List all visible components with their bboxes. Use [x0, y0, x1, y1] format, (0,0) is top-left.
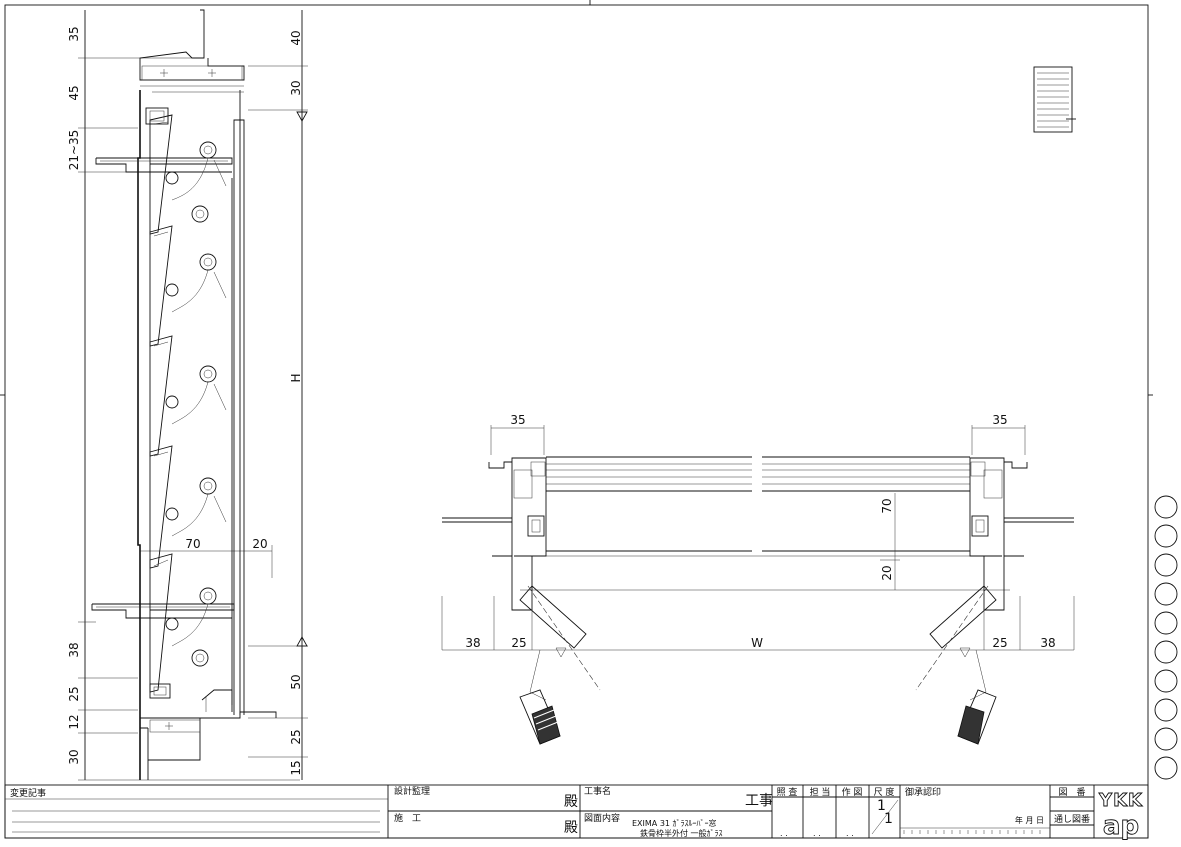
drafted-label: 作 図: [842, 786, 863, 798]
project-name-label: 工事名: [584, 785, 611, 797]
plan-dim-25-right: 25: [992, 636, 1007, 650]
dono-2: 殿: [564, 820, 578, 836]
scale-bottom: 1: [884, 811, 893, 827]
charge-label: 担 当: [810, 786, 831, 798]
dim-70-section: 70: [185, 537, 200, 551]
drawing-line-2: 鉄骨枠半外付 一般ｶﾞﾗｽ: [640, 828, 723, 838]
dim-25-right: 25: [289, 729, 303, 744]
project-suffix: 工事: [745, 793, 773, 809]
horizontal-section-view: 35 35 70 20 38 25 W 25 38: [441, 413, 1075, 745]
dim-h: H: [289, 373, 303, 382]
title-block: 変更記事 設計監理 施 工 殿 殿 工事名 工事 図面内容 EXIMA 31 ｶ…: [4, 784, 1149, 842]
left-handle: [519, 689, 561, 745]
date-label: 年 月 日: [1015, 815, 1044, 825]
vertical-section-view: 35 45 21~35 38 25 12 30 40 30 H 50 25 15…: [67, 9, 308, 781]
ykk-ap-logo: YKK ap: [1098, 790, 1143, 842]
dim-12: 12: [67, 714, 81, 729]
drawing-line-1: EXIMA 31 ｶﾞﾗｽﾙｰﾊﾞｰ窓: [632, 818, 717, 828]
dim-25: 25: [67, 686, 81, 701]
plan-dim-38-left: 38: [465, 636, 480, 650]
dim-30: 30: [67, 749, 81, 764]
dim-38: 38: [67, 642, 81, 657]
dim-21-35: 21~35: [67, 130, 81, 171]
drawing-content-label: 図面内容: [584, 812, 620, 824]
dim-30-top: 30: [289, 80, 303, 95]
revision-circles: [1154, 495, 1178, 780]
svg-text:ap: ap: [1103, 811, 1139, 841]
change-record-label: 変更記事: [10, 787, 46, 799]
svg-text:. .: . .: [780, 829, 788, 838]
operator-rollers: [165, 141, 227, 667]
plan-dim-25-left: 25: [511, 636, 526, 650]
dim-50: 50: [289, 674, 303, 689]
plan-dim-35-right: 35: [992, 413, 1007, 427]
svg-text:YKK: YKK: [1098, 790, 1143, 811]
dim-40: 40: [289, 30, 303, 45]
construction-label: 施 工: [394, 812, 421, 824]
dim-45: 45: [67, 85, 81, 100]
dono-1: 殿: [564, 794, 578, 810]
dim-20-section: 20: [252, 537, 267, 551]
drawing-number-label: 図 番: [1058, 786, 1085, 798]
plan-dim-35-left: 35: [510, 413, 525, 427]
plan-dim-70: 70: [880, 498, 894, 513]
scale-label: 尺 度: [874, 786, 895, 798]
serial-number-label: 通し図番: [1054, 813, 1090, 825]
dim-15: 15: [289, 760, 303, 775]
plan-dim-20: 20: [880, 565, 894, 580]
plan-dim-38-right: 38: [1040, 636, 1055, 650]
louver-blades: [149, 114, 173, 693]
elevation-key-icon: [1033, 66, 1076, 133]
design-supervision-label: 設計監理: [394, 785, 430, 797]
approval-label: 御承認印: [905, 786, 941, 798]
svg-text:. .: . .: [813, 829, 821, 838]
plan-dim-w: W: [751, 636, 763, 650]
check-label: 照 査: [777, 786, 798, 798]
scale-top: 1: [877, 798, 886, 814]
svg-text:. .: . .: [846, 829, 854, 838]
right-handle: [957, 689, 997, 745]
dim-35: 35: [67, 26, 81, 41]
